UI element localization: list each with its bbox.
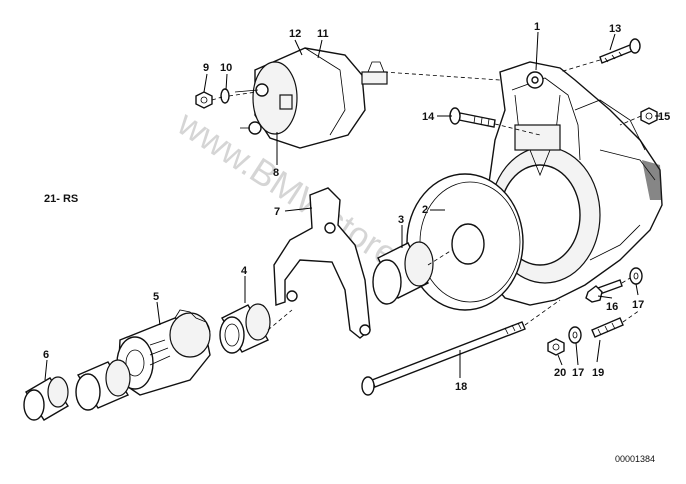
- callout-20: 20: [554, 367, 566, 379]
- callout-15: 15: [658, 111, 670, 123]
- part-11-solenoid: [234, 47, 388, 149]
- callout-3: 3: [398, 214, 404, 226]
- callout-1: 1: [534, 21, 540, 33]
- callout-17a: 17: [632, 299, 644, 311]
- part-5-pinion-drive: [116, 309, 211, 396]
- part-20-nut: [547, 338, 565, 356]
- part-19-stud: [591, 317, 624, 338]
- part-4-bushing: [219, 303, 271, 354]
- part-1-drive-housing: [484, 61, 663, 306]
- leader-lines: [44, 31, 660, 381]
- part-15-nut: [640, 107, 658, 125]
- group-label: 21- RS: [44, 193, 78, 205]
- callout-labels: 1 2 3 4 5 6 7 8 9 10 11 12 13 14 15 16 1…: [43, 21, 670, 393]
- part-10-washer: [220, 88, 230, 104]
- callout-12: 12: [289, 28, 301, 40]
- callout-9: 9: [203, 62, 209, 74]
- callout-6: 6: [43, 349, 49, 361]
- callout-10: 10: [220, 62, 232, 74]
- part-18-through-bolt: [361, 321, 526, 396]
- callout-7: 7: [274, 206, 280, 218]
- part-3-bushing: [372, 241, 434, 305]
- callout-8: 8: [273, 167, 279, 179]
- callout-5: 5: [153, 291, 159, 303]
- part-16-bolt: [585, 279, 623, 303]
- callout-17b: 17: [572, 367, 584, 379]
- part-collar: [75, 359, 131, 411]
- part-13-bolt: [599, 38, 641, 64]
- assembly-guides: [211, 59, 642, 331]
- part-9-nut: [195, 91, 213, 109]
- part-17-washer-b: [568, 326, 582, 344]
- callout-2: 2: [422, 204, 428, 216]
- part-14-bolt: [449, 107, 496, 128]
- part-2-seal-ring: [406, 173, 524, 311]
- callout-11: 11: [317, 28, 329, 40]
- callout-4: 4: [241, 265, 248, 277]
- callout-16: 16: [606, 301, 618, 313]
- part-7-shift-fork: [273, 187, 371, 339]
- reference-number: 00001384: [615, 454, 655, 464]
- part-6-sleeve: [23, 376, 69, 421]
- callout-13: 13: [609, 23, 621, 35]
- callout-19: 19: [592, 367, 604, 379]
- part-17-washer-a: [629, 267, 643, 285]
- callout-18: 18: [455, 381, 467, 393]
- callout-14: 14: [422, 111, 435, 123]
